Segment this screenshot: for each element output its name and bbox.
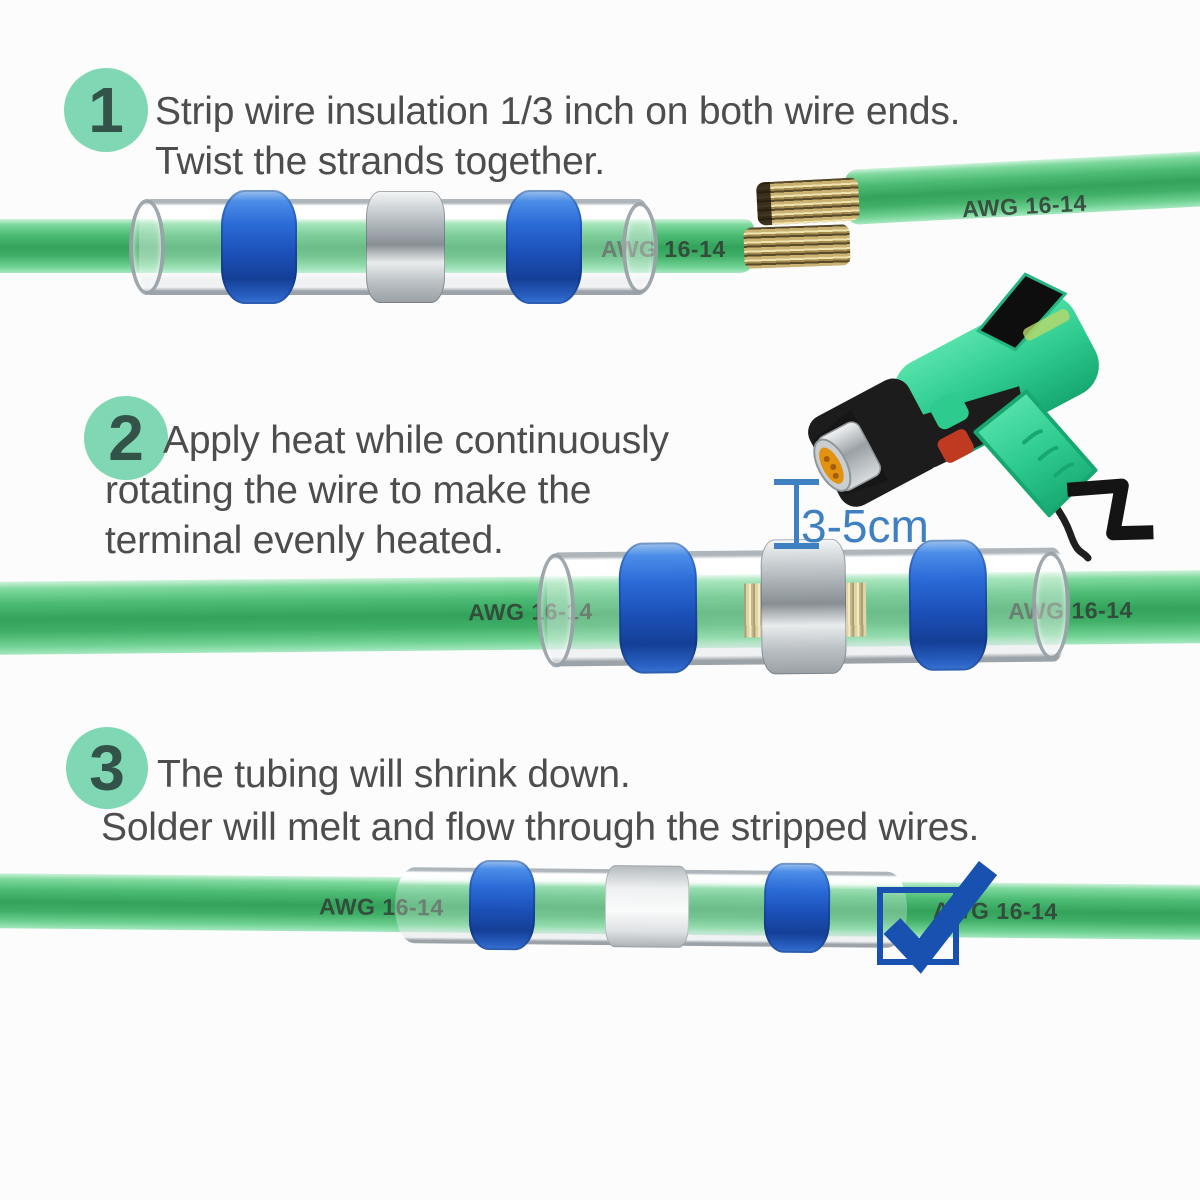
gun-grip-lines [1022,429,1075,478]
gun-housing-window [930,392,969,430]
step-1-badge: 1 [64,68,148,152]
blue-band-step3-left [468,859,536,951]
step-1-text-line-2: Twist the strands together. [155,140,605,183]
step-2-number: 2 [108,402,144,474]
step-2-badge: 2 [84,396,168,480]
blue-band-step3-right [763,862,831,954]
distance-label: 3-5cm [801,500,929,552]
gun-handle [973,389,1098,518]
step-1-number: 1 [88,74,124,146]
solder-ring-step1 [366,191,445,303]
step-3-text-line-2: Solder will melt and flow through the st… [101,806,980,849]
step-3-number: 3 [89,732,125,804]
copper-strands-upper [755,177,861,226]
step-2-text-line-3: terminal evenly heated. [105,519,504,562]
heat-gun-icon [808,272,1154,562]
gun-rear-vent [975,272,1068,352]
measure-line-bottom-cap [774,543,819,549]
strand-tip-cap [755,181,773,226]
blue-band-step1-right [506,190,582,304]
gun-trigger-button [937,429,974,463]
blue-band-step1-left [221,190,297,304]
tube-right-rim-step1 [622,202,658,294]
step-3-badge: 3 [66,727,148,809]
checkmark-stroke [883,860,998,974]
tube-left-rim-step1 [129,199,165,295]
gun-indicator [1023,309,1070,341]
step-2-text-line-2: rotating the wire to make the [105,469,592,512]
measure-line-top-cap [774,479,819,485]
gun-hook [1066,478,1154,541]
measure-line-icon [794,482,799,546]
step-2-text-line-1: Apply heat while continuously [163,419,669,462]
step-3-text-line-1: The tubing will shrink down. [157,753,631,796]
melted-solder-step3 [604,865,690,948]
step-1-text-line-1: Strip wire insulation 1/3 inch on both w… [155,90,961,133]
checkmark-icon [877,860,998,974]
